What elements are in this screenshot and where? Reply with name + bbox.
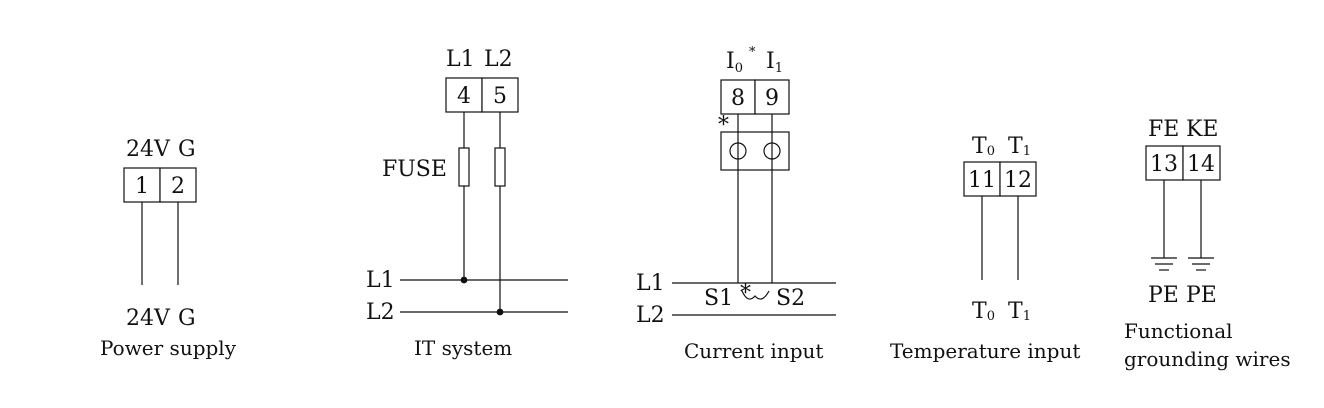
grounding-caption-line-1: Functional: [1124, 319, 1233, 343]
fuse-label: FUSE: [382, 157, 447, 182]
ground-terminal-label-fe: FE: [1148, 117, 1179, 142]
current-input-caption: Current input: [684, 339, 823, 363]
it-system-caption: IT system: [414, 336, 512, 360]
junction-dot-l1: [460, 276, 468, 284]
terminal-5-number: 5: [493, 84, 507, 109]
temperature-input-section: T0 T1 11 12 T0 T1 Temperature input: [890, 134, 1080, 363]
power-bottom-label-24v: 24V: [126, 306, 171, 331]
grounding-caption-line-2: grounding wires: [1124, 347, 1291, 371]
current-input-section: I0 * I1 8 9 * L1 L2 S1 * S2 Current inpu…: [636, 45, 836, 363]
it-system-section: L1 L2 4 5 FUSE L1 L2 IT system: [366, 47, 568, 360]
ground-bottom-label-pe-1: PE: [1148, 283, 1179, 308]
it-line-label-l2: L2: [366, 300, 395, 325]
power-supply-caption: Power supply: [100, 336, 237, 360]
terminal-12-box: [999, 161, 1037, 197]
terminal-5-box: [481, 77, 519, 113]
functional-grounding-section: FE KE 13 14 PE PE Functional grounding w…: [1124, 117, 1291, 371]
current-terminal-label-i0: I0: [726, 49, 743, 76]
ground-symbol-icon: [1151, 257, 1177, 271]
current-terminal-mark: *: [749, 45, 756, 60]
terminal-13-box: [1145, 145, 1184, 181]
it-terminal-label-l1: L1: [446, 47, 475, 72]
terminal-4-number: 4: [457, 84, 471, 109]
ct-label-s2: S2: [776, 286, 805, 311]
temp-terminal-label-t0: T0: [972, 134, 995, 159]
temp-bottom-label-t1: T1: [1008, 299, 1031, 324]
terminal-11-number: 11: [968, 168, 996, 193]
fuse-1-symbol: [458, 147, 470, 187]
current-line-label-l2: L2: [636, 303, 665, 328]
current-line-label-l1: L1: [636, 271, 665, 296]
it-line-label-l1: L1: [366, 268, 395, 293]
ct-polarity-mark: *: [740, 281, 751, 306]
terminal-9-box: [754, 79, 790, 115]
temp-bottom-label-t0: T0: [972, 299, 995, 324]
temperature-input-caption: Temperature input: [890, 339, 1080, 363]
terminal-9-number: 9: [765, 86, 779, 111]
terminal-14-number: 14: [1187, 152, 1215, 177]
it-terminal-label-l2: L2: [484, 47, 513, 72]
terminal-11-box: [963, 161, 1001, 197]
ground-bottom-label-pe-2: PE: [1186, 283, 1217, 308]
terminal-14-box: [1182, 145, 1221, 181]
power-bottom-label-g: G: [178, 306, 196, 331]
ground-terminal-label-ke: KE: [1186, 117, 1219, 142]
ground-symbol-icon: [1188, 257, 1214, 271]
current-sensor-block: [720, 131, 790, 171]
junction-dot-l2: [496, 308, 504, 316]
power-terminal-label-g: G: [178, 137, 196, 162]
power-terminal-label-24v: 24V: [126, 137, 171, 162]
terminal-4-box: [445, 77, 483, 113]
ct-label-s1: S1: [704, 286, 733, 311]
terminal-12-number: 12: [1004, 168, 1032, 193]
temp-terminal-label-t1: T1: [1008, 134, 1031, 159]
terminal-13-number: 13: [1150, 152, 1178, 177]
terminal-1-number: 1: [135, 174, 149, 199]
fuse-2-symbol: [494, 147, 506, 187]
power-supply-section: 24V G 1 2 24V G Power supply: [100, 137, 237, 360]
current-transformer-symbol: [741, 290, 770, 300]
terminal-2-number: 2: [171, 174, 185, 199]
current-terminal-label-i1: I1: [766, 49, 783, 76]
terminal-1-box: [123, 167, 161, 203]
current-polarity-mark: *: [718, 113, 729, 138]
terminal-8-number: 8: [731, 86, 745, 111]
terminal-8-box: [720, 79, 756, 115]
